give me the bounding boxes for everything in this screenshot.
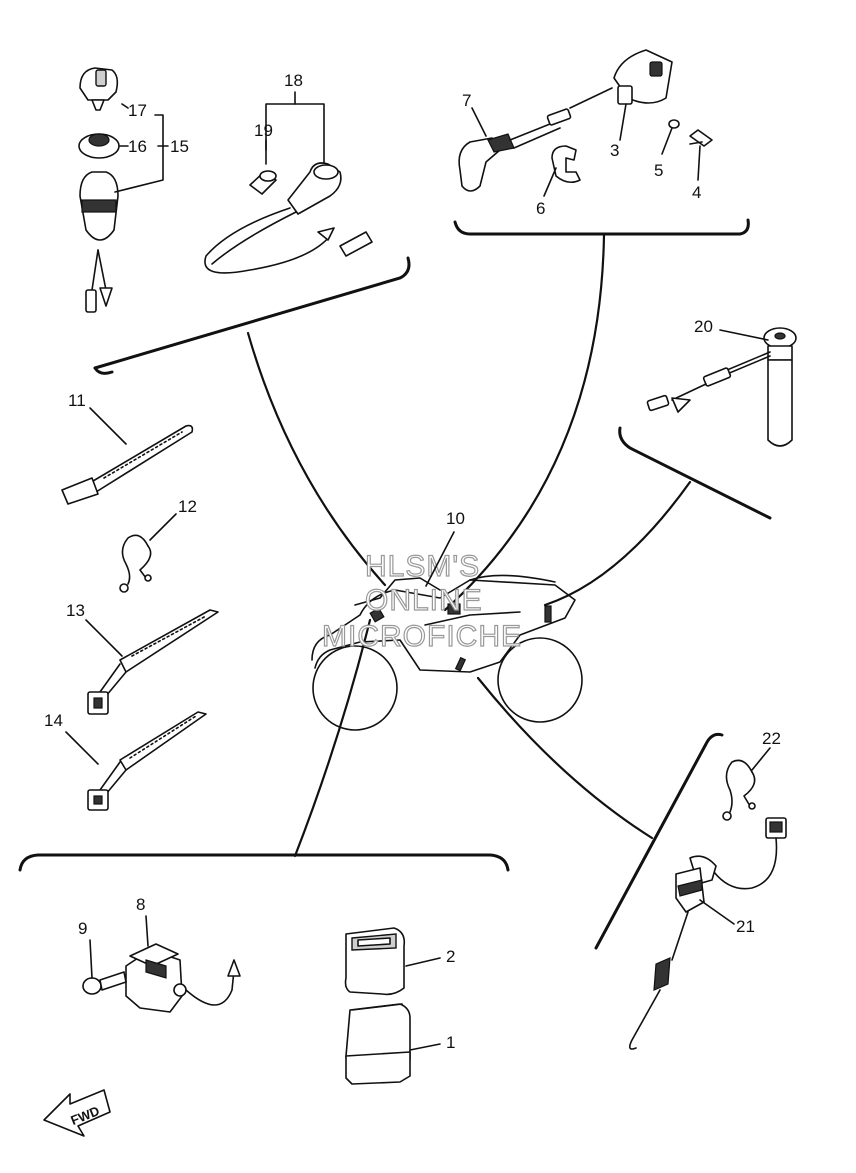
callout-line-7 xyxy=(471,107,487,137)
callout-line-4 xyxy=(697,145,701,181)
callout-19: 19 xyxy=(254,121,273,140)
callout-9: 9 xyxy=(78,919,87,938)
leader-top-left xyxy=(246,331,387,587)
main-switch-assembly xyxy=(78,67,120,313)
screw-9 xyxy=(82,971,127,995)
cable-tie-13 xyxy=(87,609,219,715)
callout-12: 12 xyxy=(178,497,197,516)
callout-14: 14 xyxy=(44,711,63,730)
callout-line-11 xyxy=(89,407,127,445)
callout-17: 17 xyxy=(128,101,147,120)
watermark-line-1: HLSM'S xyxy=(365,550,480,583)
watermark: HLSM'S ONLINE MICROFICHE xyxy=(321,549,522,653)
atv-vehicle xyxy=(311,574,583,731)
panel-top-left-curve xyxy=(93,366,114,375)
panel-top-right-divider xyxy=(453,218,750,236)
callout-2: 2 xyxy=(446,947,455,966)
callout-8: 8 xyxy=(136,895,145,914)
relay-1 xyxy=(345,1003,411,1085)
callout-15: 15 xyxy=(170,137,189,156)
callout-1: 1 xyxy=(446,1033,455,1052)
panel-top-left-divider xyxy=(93,256,411,370)
callout-line-3 xyxy=(619,103,627,141)
leader-bottom xyxy=(293,618,372,858)
callout-21: 21 xyxy=(736,917,755,936)
leader-lower-right xyxy=(476,676,654,840)
callout-22: 22 xyxy=(762,729,781,748)
callout-line-22 xyxy=(751,747,771,771)
callout-11: 11 xyxy=(68,391,86,410)
callout-5: 5 xyxy=(654,161,663,180)
sender-switch-21 xyxy=(628,817,787,1050)
callout-bracket-15 xyxy=(114,114,164,193)
callout-line-13 xyxy=(85,619,123,657)
callout-line-14 xyxy=(65,731,99,765)
cable-tie-11 xyxy=(61,424,194,505)
callout-10: 10 xyxy=(446,509,465,528)
leader-top-right xyxy=(443,233,606,612)
callout-line-8 xyxy=(145,915,149,947)
callout-line-2 xyxy=(405,957,441,967)
clamp-22 xyxy=(722,759,756,821)
callout-18: 18 xyxy=(284,71,303,90)
callout-line-5 xyxy=(661,127,673,155)
throttle-cable-assembly xyxy=(458,49,713,192)
callout-line-12 xyxy=(149,513,177,541)
panel-bottom-divider xyxy=(18,853,510,872)
cable-tie-14 xyxy=(87,711,207,811)
callout-7: 7 xyxy=(462,91,471,110)
relay-cover-2 xyxy=(344,927,406,996)
callout-16: 16 xyxy=(128,137,147,156)
callout-line-10 xyxy=(425,531,455,587)
callout-line-6 xyxy=(543,167,557,197)
callout-13: 13 xyxy=(66,601,85,620)
sensor-assembly xyxy=(646,327,797,447)
callout-line-9 xyxy=(89,939,93,979)
callout-4: 4 xyxy=(692,183,701,202)
clamp-12 xyxy=(119,534,152,593)
watermark-line-2: ONLINE xyxy=(365,584,483,617)
spark-plug-cap-assembly xyxy=(204,162,373,274)
callout-line-21 xyxy=(699,899,735,925)
callout-20: 20 xyxy=(694,317,713,336)
leader-right xyxy=(543,480,692,607)
forward-direction-arrow: FWD xyxy=(43,1089,111,1137)
callout-line-20 xyxy=(719,329,769,341)
callout-bracket-18 xyxy=(265,103,325,163)
callout-line-17 xyxy=(121,103,129,109)
callout-6: 6 xyxy=(536,199,545,218)
watermark-line-3: MICROFICHE xyxy=(322,620,522,653)
bracket-8 xyxy=(125,943,241,1013)
panel-lower-right-divider xyxy=(594,732,724,950)
callout-line-1 xyxy=(409,1043,441,1051)
callout-3: 3 xyxy=(610,141,619,160)
panel-right-divider xyxy=(618,426,772,520)
